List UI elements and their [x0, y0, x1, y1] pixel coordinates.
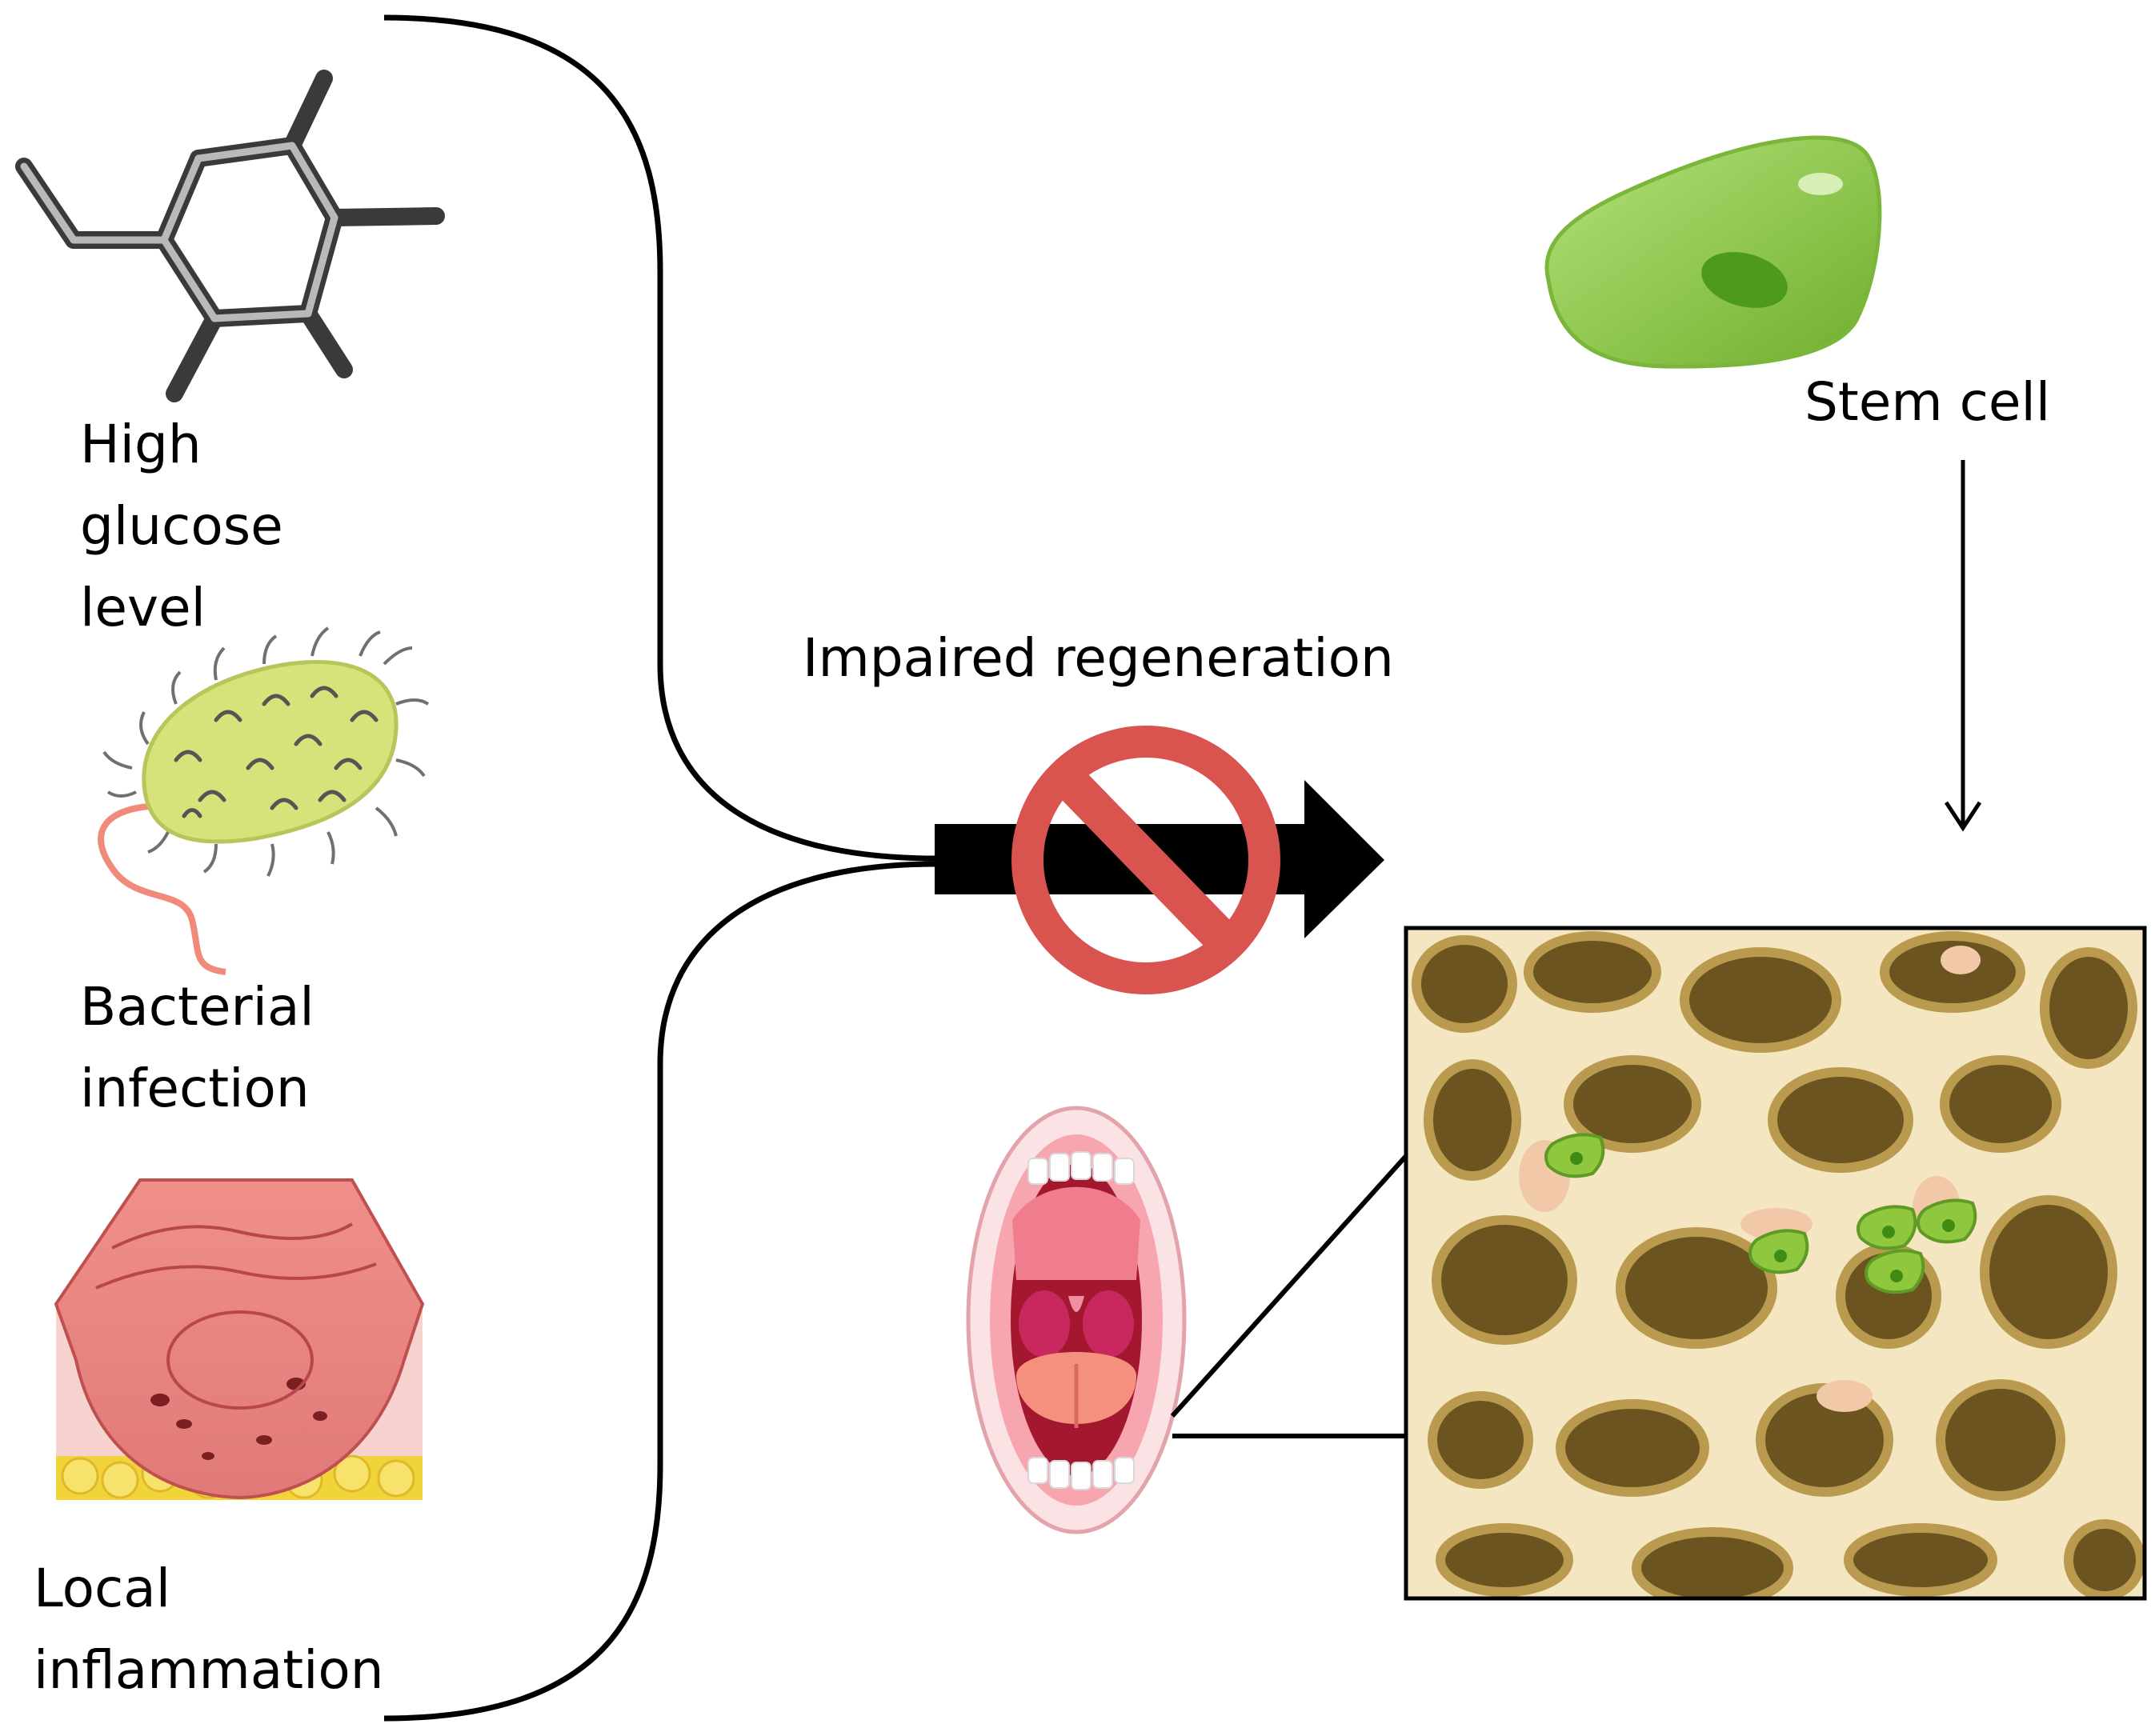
- stem-cell-icon: [1544, 135, 1882, 369]
- label-line: High: [80, 414, 202, 475]
- open-mouth-icon: [966, 1106, 1187, 1534]
- label-impaired-regeneration: Impaired regeneration: [803, 627, 1394, 689]
- label-high-glucose-level: High glucose level: [80, 404, 283, 649]
- glucose-molecule-icon: [15, 70, 445, 402]
- bracket-lower-curve: [383, 861, 937, 1722]
- no-entry-sign-icon: [1011, 726, 1280, 994]
- label-line: inflammation: [34, 1639, 384, 1701]
- label-bacterial-infection: Bacterial infection: [80, 966, 314, 1130]
- label-stem-cell: Stem cell: [1805, 371, 2051, 433]
- bacterium-flagellum: [98, 803, 226, 975]
- bracket-upper-curve: [383, 14, 937, 862]
- blocked-arrow: [935, 726, 1384, 994]
- label-line: Local: [34, 1558, 171, 1619]
- label-local-inflammation: Local inflammation: [34, 1548, 384, 1711]
- inflamed-tissue-icon: [54, 1178, 425, 1500]
- label-line: level: [80, 577, 206, 638]
- trabecular-bone-icon: [1404, 926, 2147, 1601]
- label-line: Bacterial: [80, 976, 314, 1038]
- arrow-head: [1304, 780, 1384, 938]
- label-line: glucose: [80, 495, 283, 557]
- label-line: infection: [80, 1058, 310, 1119]
- bacterium-icon: [98, 626, 430, 975]
- zoom-lines: [1170, 1154, 1408, 1438]
- converging-bracket: [383, 14, 937, 1722]
- down-arrow: [1944, 460, 1982, 832]
